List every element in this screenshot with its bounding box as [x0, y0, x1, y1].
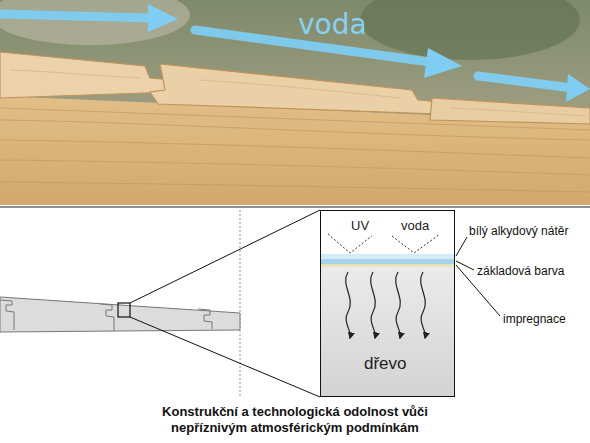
- layer-label: základová barva: [477, 264, 564, 278]
- wood-label: dřevo: [364, 354, 407, 374]
- layer-label: bílý alkydový nátěr: [469, 224, 568, 238]
- layer-label: impregnace: [503, 312, 566, 326]
- water-label: voda: [401, 218, 429, 233]
- figure-caption: Konstrukční a technologická odolnost vůč…: [125, 404, 465, 436]
- water-title: voda: [298, 8, 367, 41]
- radiation-label: UV: [351, 218, 369, 233]
- zoom-box: UV voda dřevo: [320, 210, 455, 397]
